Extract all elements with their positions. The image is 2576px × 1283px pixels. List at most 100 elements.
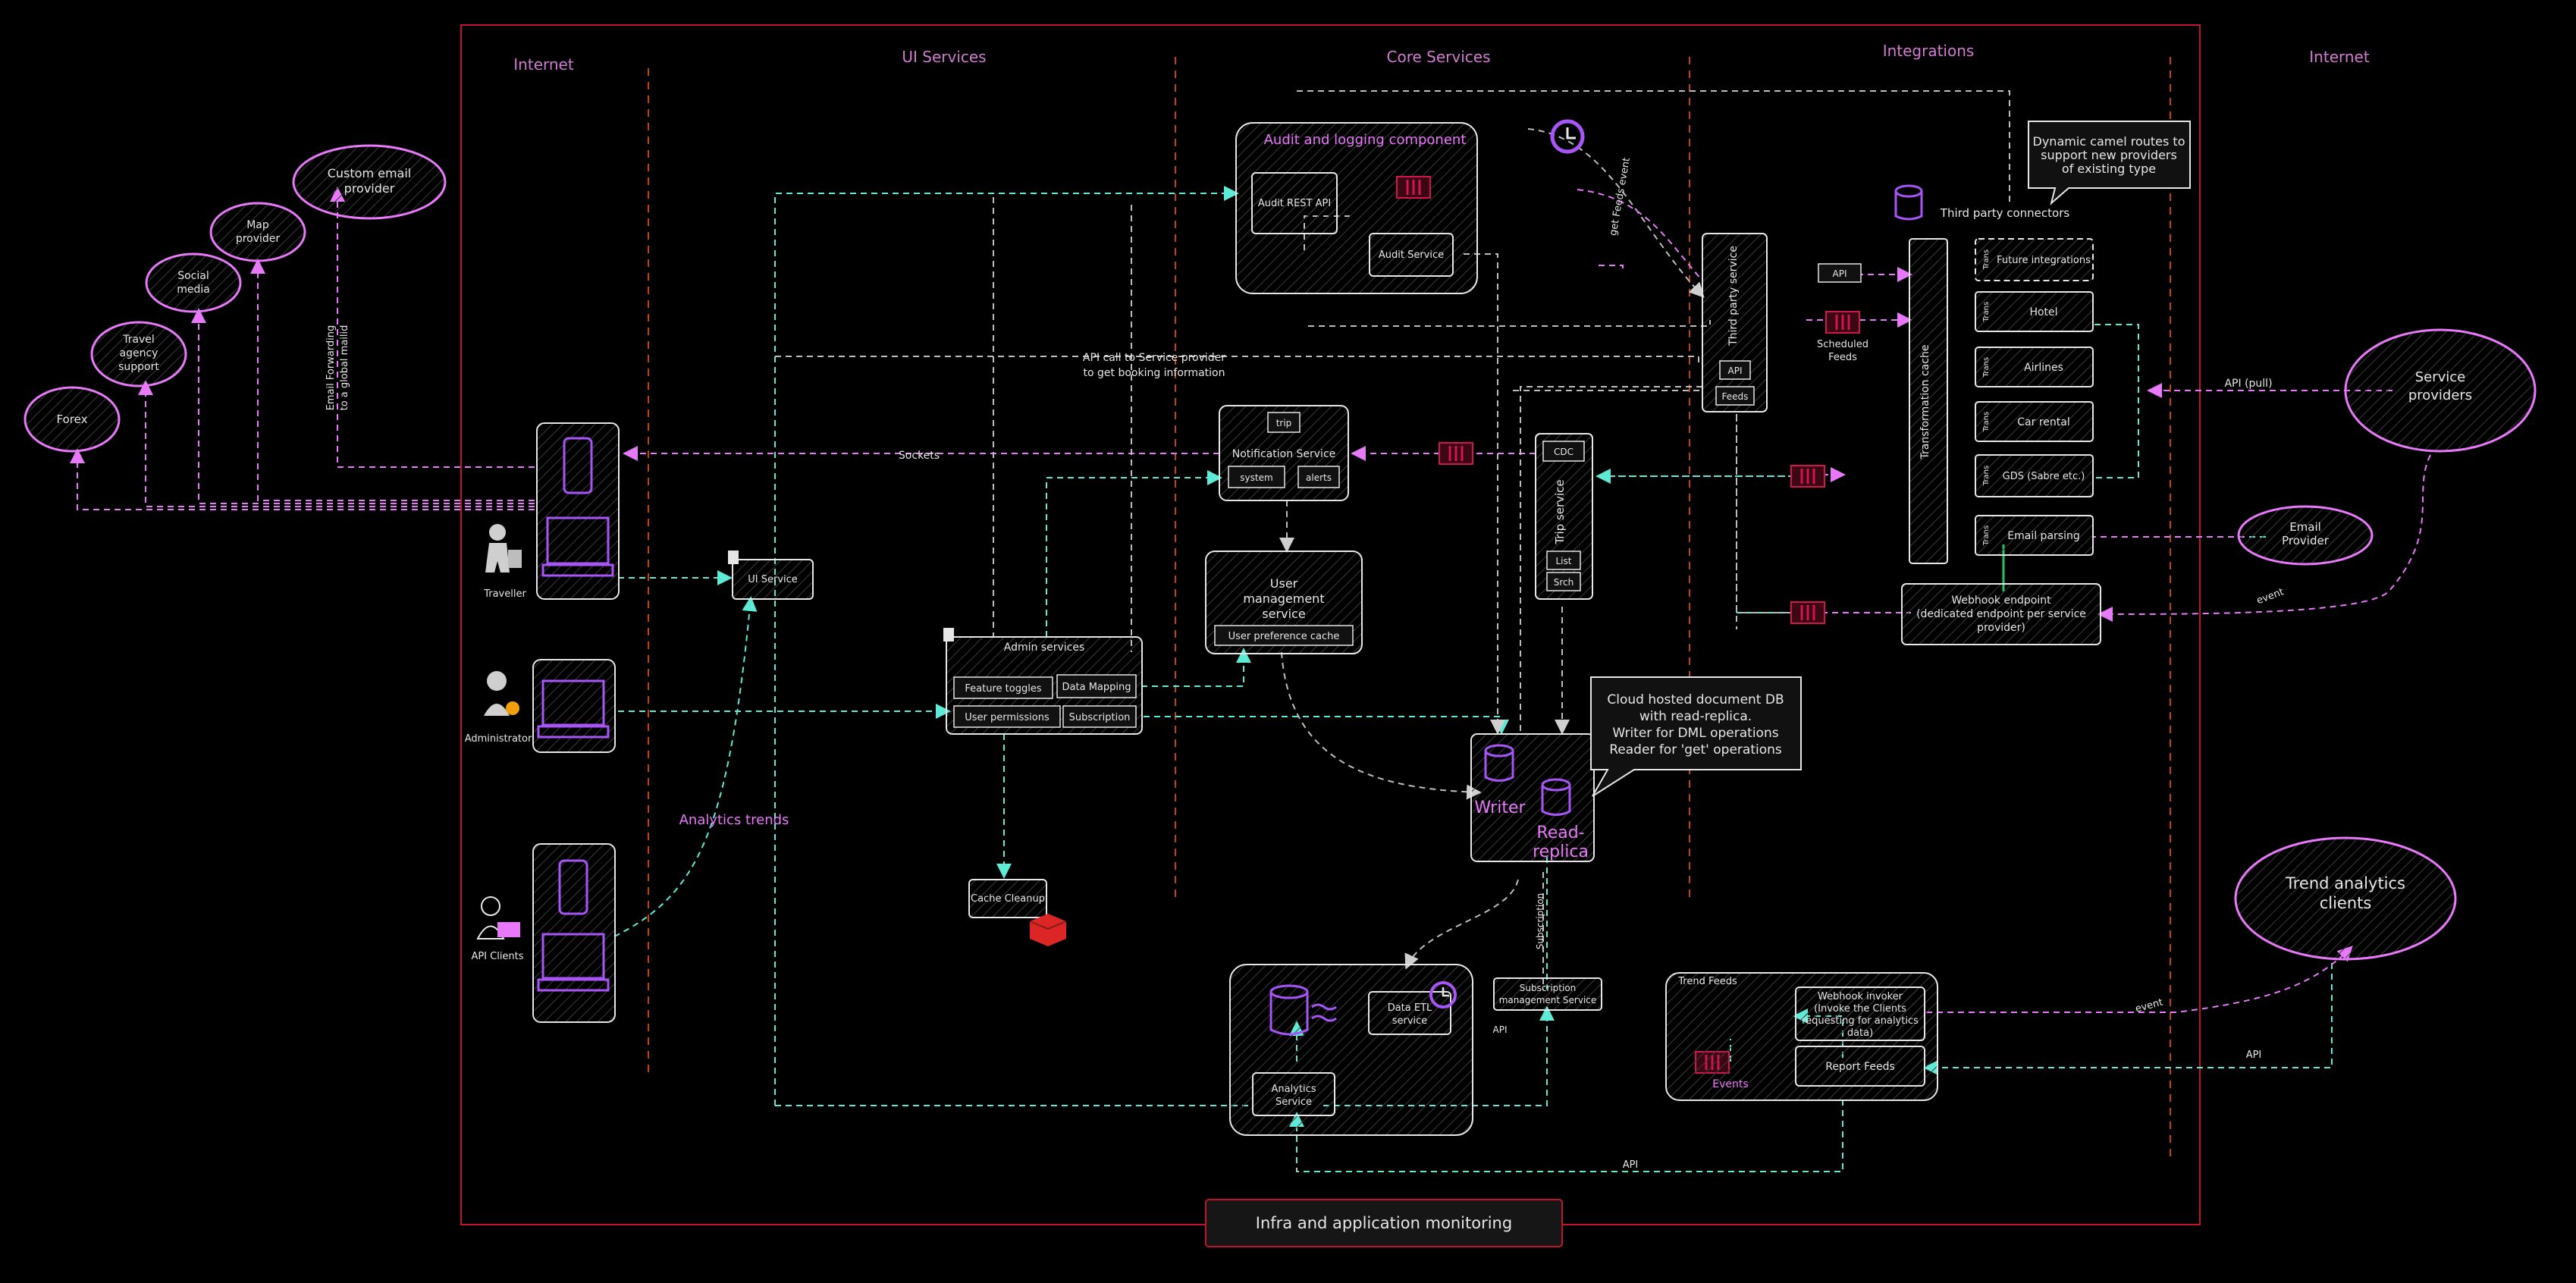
admin-subscription[interactable]: Subscription: [1069, 712, 1131, 723]
data-etl-line2: service: [1392, 1015, 1428, 1027]
trip-service[interactable]: CDC Trip service List Srch: [1535, 433, 1593, 600]
cloud-social-media-line1: Social: [177, 270, 209, 282]
transformation-cache[interactable]: [1909, 238, 1948, 564]
third-party-feeds-tag[interactable]: Feeds: [1722, 391, 1749, 402]
audit-rest-api[interactable]: [1251, 172, 1338, 234]
edge-label-api-call-line1: API call to Service provider: [1083, 352, 1225, 364]
cloud-custom-email: Custom email provider: [292, 144, 447, 220]
callout-cloud-db-line2: with read-replica.: [1639, 709, 1752, 724]
connector-trans-tag: Trans: [1982, 525, 1991, 546]
subscription-mgmt-line2: management Service: [1499, 995, 1597, 1005]
infra-monitoring[interactable]: Infra and application monitoring: [1205, 1199, 1563, 1247]
data-etl-line1: Data ETL: [1388, 1002, 1432, 1014]
subscription-mgmt-line1: Subscription: [1520, 983, 1577, 993]
connector-gds[interactable]: Trans GDS (Sabre etc.): [1975, 454, 2094, 497]
webhook-invoker-line4: data): [1847, 1027, 1873, 1039]
actor-administrator-label: Administrator: [465, 733, 532, 745]
connector-trans-tag: Trans: [1982, 412, 1991, 432]
database-icon: [1541, 778, 1571, 816]
analytics-service-line1: Analytics: [1271, 1084, 1316, 1095]
admin-devices: [532, 659, 616, 753]
data-etl-service[interactable]: Data ETL service: [1368, 991, 1451, 1035]
webhook-invoker[interactable]: Webhook invoker (Invoke the Clients requ…: [1795, 987, 1925, 1041]
audit-component[interactable]: Audit and logging component Audit REST A…: [1235, 122, 1478, 294]
connectors: [70, 90, 2431, 1172]
edge-label-event-right: event: [2255, 586, 2286, 607]
clock-icon: [1550, 119, 1585, 154]
notification-trip-tag: trip: [1276, 418, 1292, 428]
audit-service[interactable]: [1369, 233, 1454, 277]
cloud-travel-agency: Travel agency support: [90, 321, 187, 387]
zone-title-integrations: Integrations: [1883, 42, 1975, 60]
cache-cleanup[interactable]: Cache Cleanup: [968, 879, 1047, 918]
connector-car-rental[interactable]: Trans Car rental: [1975, 401, 2094, 442]
document-db[interactable]: Writer Read- replica: [1470, 733, 1595, 862]
user-mgmt-title-line1: User: [1270, 576, 1298, 591]
queue-icon: [1396, 176, 1431, 199]
webhook-invoker-line1: Webhook invoker: [1818, 991, 1903, 1002]
cache-cleanup-label: Cache Cleanup: [971, 893, 1045, 905]
cloud-map-provider-line1: Map: [246, 219, 269, 231]
notification-service[interactable]: trip Notification Service system alerts: [1219, 405, 1349, 501]
edge-label-sockets: Sockets: [899, 450, 940, 462]
trip-list-tag[interactable]: List: [1556, 556, 1572, 566]
db-read-replica-line1: Read-: [1536, 823, 1584, 842]
zone-title-internet-right: Internet: [2309, 48, 2370, 66]
connector-hotel[interactable]: Trans Hotel: [1975, 291, 2094, 332]
edge-label-api-pull: API (pull): [2224, 378, 2272, 390]
admin-services[interactable]: Admin services Feature toggles Data Mapp…: [943, 628, 1143, 735]
traveller-devices: [536, 422, 620, 600]
infra-monitoring-label: Infra and application monitoring: [1256, 1214, 1512, 1232]
connector-email-parsing[interactable]: Trans Email parsing: [1975, 515, 2094, 556]
connector-airlines[interactable]: Trans Airlines: [1975, 347, 2094, 387]
zone-title-core-services: Core Services: [1387, 48, 1491, 66]
cloud-travel-agency-line2: agency: [120, 347, 158, 359]
webhook-endpoint[interactable]: Webhook endpoint (dedicated endpoint per…: [1901, 583, 2101, 645]
connector-trans-tag: Trans: [1982, 466, 1991, 486]
db-writer-label: Writer: [1474, 798, 1526, 817]
connector-trans-tag: Trans: [1982, 249, 1991, 270]
redis-icon: [1029, 914, 1067, 946]
edge-label-analytics-trends: Analytics trends: [679, 812, 789, 828]
trip-srch-tag[interactable]: Srch: [1554, 577, 1574, 588]
user-mgmt-title-line2: management: [1243, 591, 1324, 606]
queue-icon: [1790, 601, 1825, 624]
admin-user-permissions[interactable]: User permissions: [965, 712, 1050, 723]
cloud-trend-clients-line1: Trend analytics: [2285, 874, 2405, 892]
queue-icon: [1790, 465, 1825, 488]
report-feeds[interactable]: Report Feeds: [1795, 1046, 1925, 1087]
cloud-travel-agency-line3: support: [118, 361, 159, 373]
user-management-service[interactable]: User management service User preference …: [1205, 551, 1363, 654]
database-icon: [1894, 184, 1923, 221]
connector-trans-tag: Trans: [1982, 302, 1991, 322]
analytics-group: Data ETL service Analytics Service: [1229, 964, 1473, 1136]
doc-icon: [728, 551, 739, 564]
connector-trans-tag: Trans: [1982, 357, 1991, 378]
clock-icon: [1429, 981, 1457, 1009]
callout-dynamic-camel-line3: of existing type: [2062, 162, 2156, 176]
connector-gds-label: GDS (Sabre etc.): [2003, 471, 2085, 482]
get-feeds-event-label: get Feeds event: [1608, 157, 1633, 237]
third-party-api-tag[interactable]: API: [1728, 365, 1743, 376]
admin-feature-toggles[interactable]: Feature toggles: [965, 683, 1041, 695]
analytics-service[interactable]: Analytics Service: [1252, 1072, 1335, 1116]
connector-future-integrations[interactable]: Trans Future integrations: [1975, 238, 2094, 281]
traveller-icon: [485, 524, 522, 572]
callout-dynamic-camel-line2: support new providers: [2041, 148, 2177, 162]
ui-service[interactable]: UI Service: [728, 551, 814, 600]
cloud-forex: Forex: [24, 386, 121, 453]
notification-system-tag: system: [1240, 472, 1272, 483]
cloud-map-provider-line2: provider: [236, 233, 281, 245]
admin-data-mapping[interactable]: Data Mapping: [1062, 682, 1131, 693]
cloud-map-provider: Map provider: [209, 202, 306, 262]
laptop-icon: [541, 933, 605, 980]
notification-alerts-tag: alerts: [1306, 472, 1332, 483]
phone-icon: [563, 437, 593, 494]
api-client-icon: [476, 896, 520, 940]
edge-label-api-trend: API: [2246, 1049, 2262, 1061]
subscription-management-service[interactable]: Subscription management Service: [1493, 977, 1602, 1011]
cloud-trend-clients: Trend analytics clients: [2234, 836, 2457, 961]
webhook-endpoint-line2: (dedicated endpoint per service: [1916, 608, 2086, 620]
third-party-service[interactable]: Third party service API Feeds: [1702, 233, 1768, 413]
cloud-service-providers-line2: providers: [2408, 387, 2472, 403]
